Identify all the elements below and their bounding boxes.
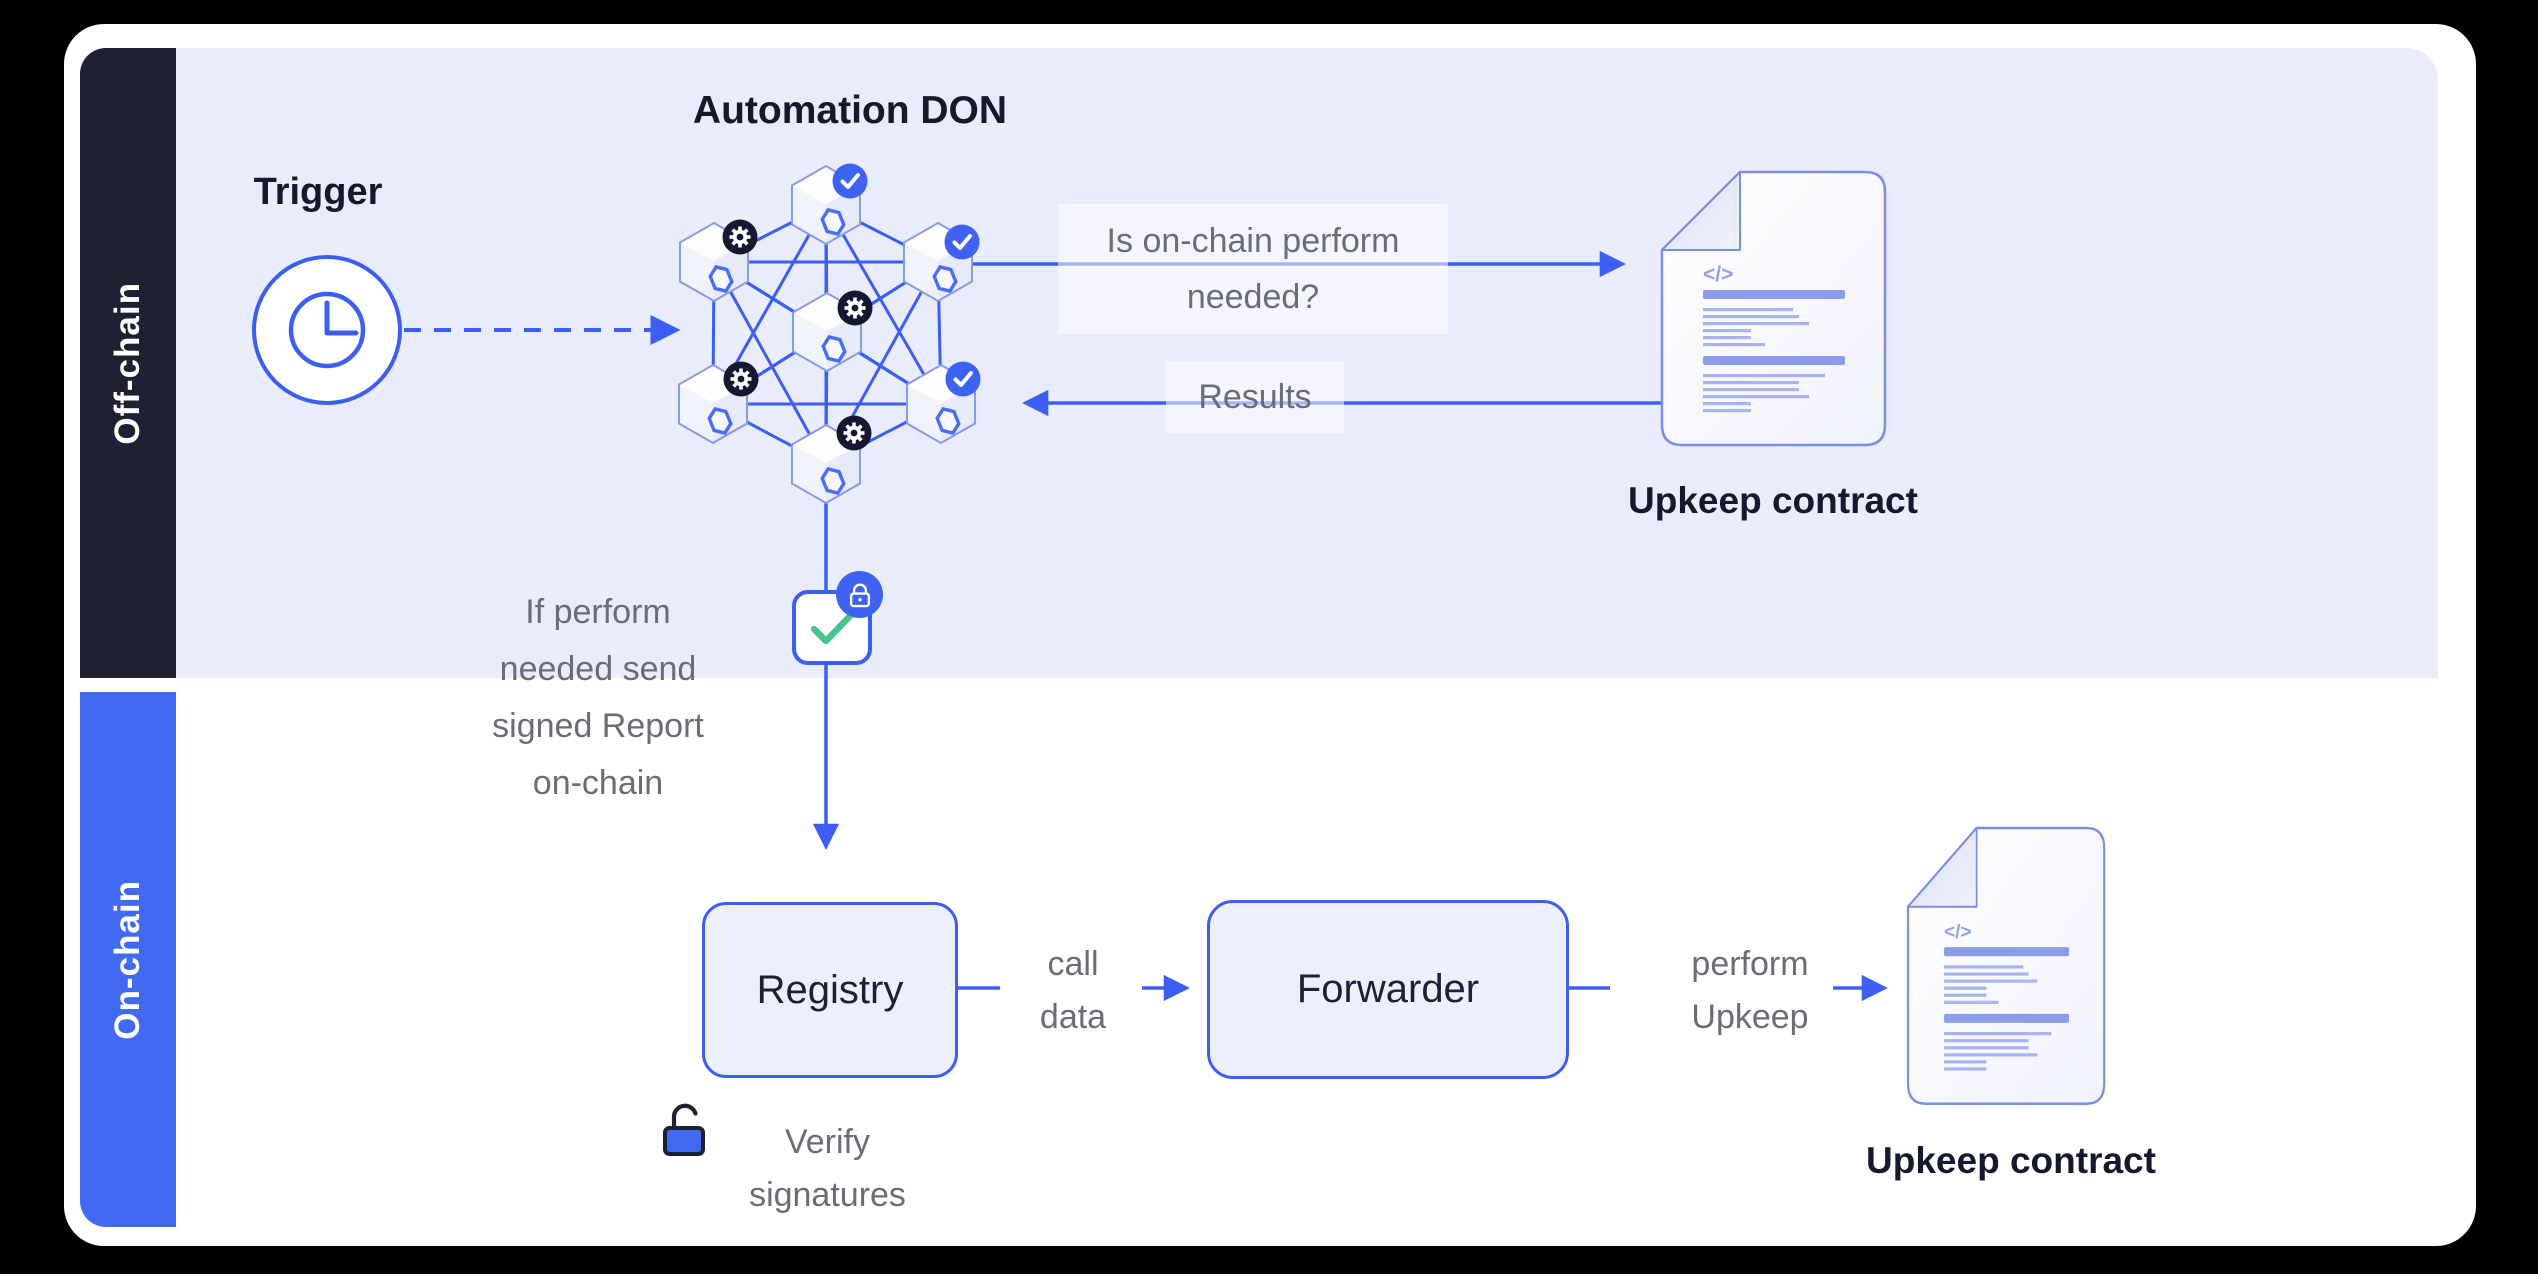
call-data-line: data: [1039, 998, 1107, 1036]
off-chain-label: Off-chain: [108, 281, 147, 445]
verify-signatures-line: Verify: [784, 1123, 871, 1161]
on-chain-label: On-chain: [108, 879, 147, 1040]
forwarder-box: Forwarder: [1207, 900, 1569, 1079]
question-line: Is on-chain perform: [1106, 222, 1400, 260]
green-check-icon: [810, 612, 854, 645]
perform-upkeep-line: Upkeep: [1691, 998, 1809, 1036]
verify-signatures-line: signatures: [749, 1176, 906, 1214]
question-annotation: Is on-chain perform needed?: [1058, 204, 1448, 334]
registry-box: Registry: [702, 902, 958, 1078]
lock-badge-icon: [836, 571, 883, 618]
don-title: Automation DON: [692, 89, 1008, 132]
trigger-label: Trigger: [253, 171, 383, 213]
off-chain-sidebar: Off-chain: [80, 48, 176, 678]
on-chain-sidebar: On-chain: [80, 692, 176, 1227]
verify-signatures-annotation: Verify signatures: [725, 1116, 930, 1222]
if-perform-line: signed Report: [492, 707, 704, 745]
results-annotation: Results: [1166, 361, 1344, 433]
if-perform-line: If perform: [525, 593, 671, 631]
perform-upkeep-line: perform: [1691, 945, 1809, 983]
upkeep-contract-label-top: Upkeep contract: [1628, 480, 1918, 521]
if-perform-line: on-chain: [532, 764, 664, 802]
open-padlock-icon: [663, 1103, 705, 1156]
upkeep-contract-label-bottom: Upkeep contract: [1866, 1140, 2156, 1181]
perform-upkeep-annotation: perform Upkeep: [1652, 938, 1848, 1044]
call-data-annotation: call data: [995, 938, 1151, 1044]
if-perform-line: needed send: [499, 650, 697, 688]
call-data-line: call: [1047, 945, 1099, 983]
question-line: needed?: [1186, 278, 1320, 316]
if-perform-annotation: If perform needed send signed Report on-…: [440, 584, 756, 812]
